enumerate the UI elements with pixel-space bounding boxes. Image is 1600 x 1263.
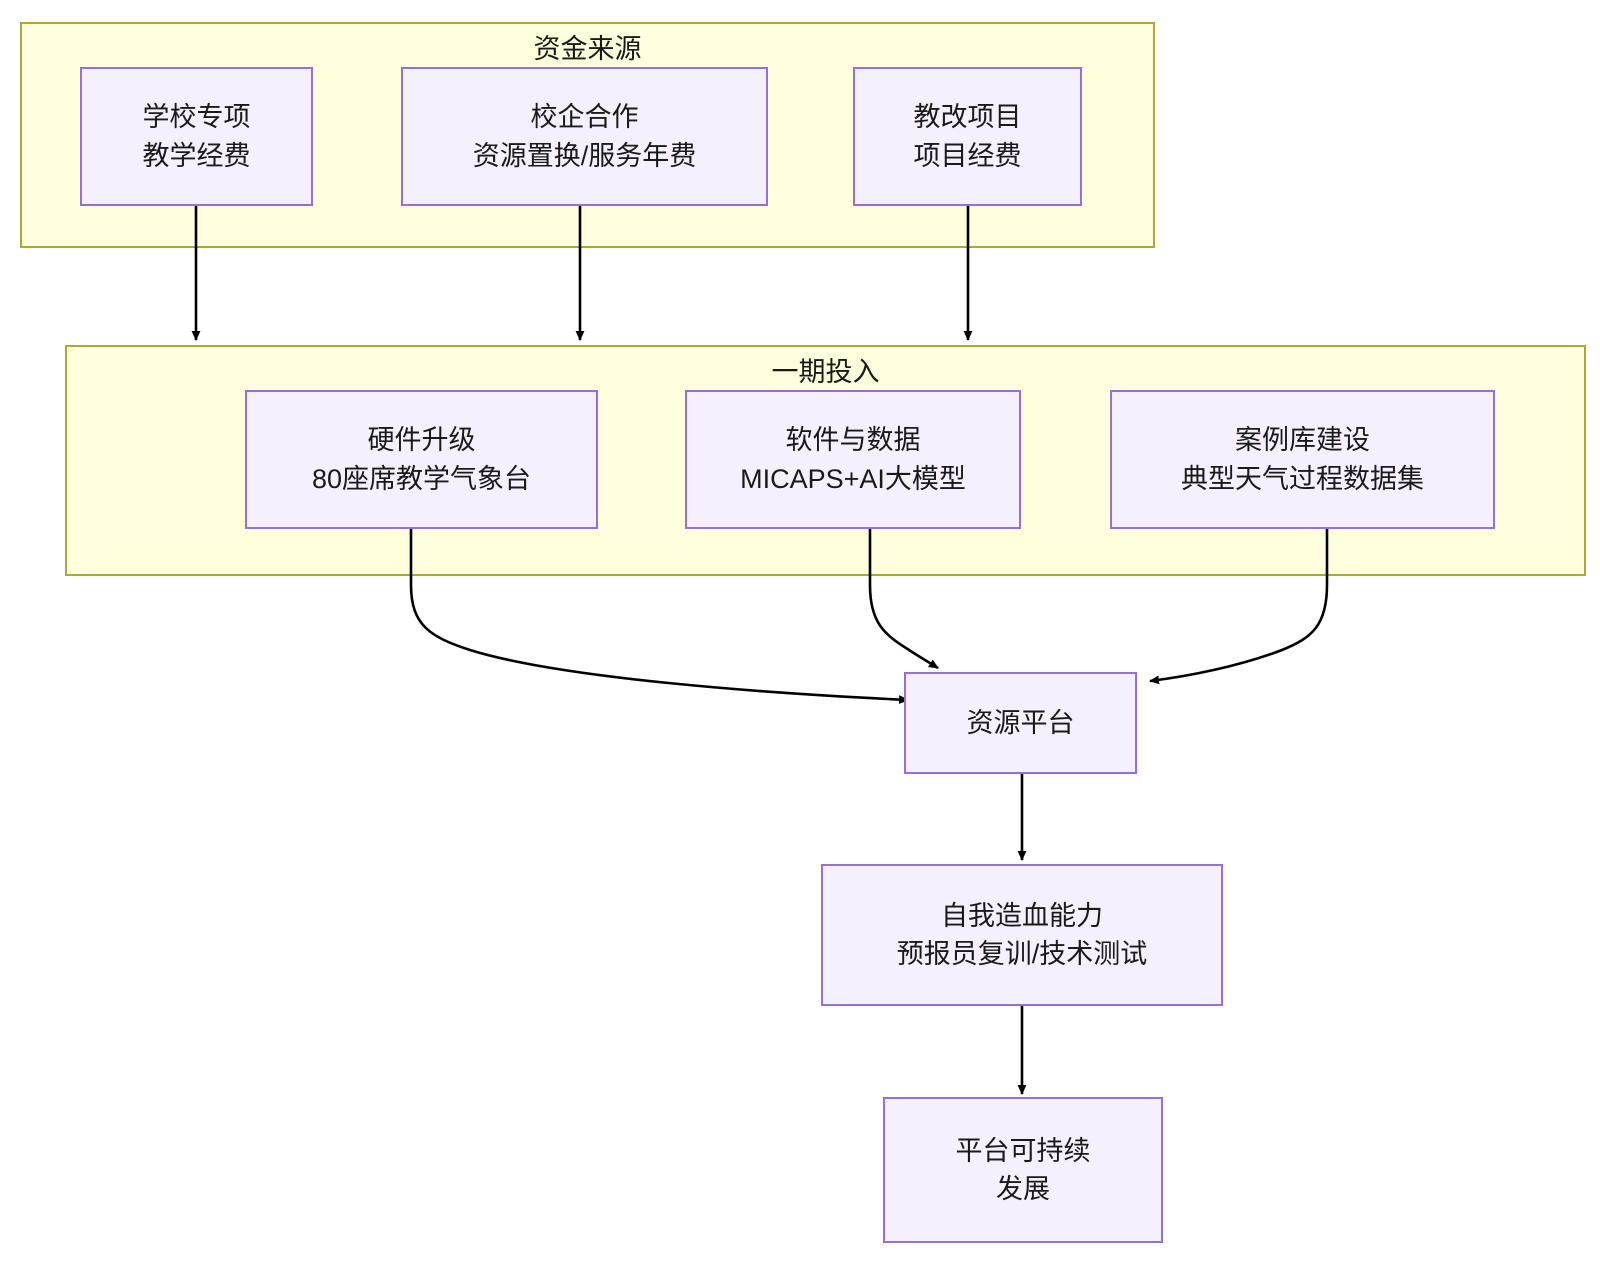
- node-resource-platform[interactable]: 资源平台: [904, 672, 1137, 774]
- node-hardware-upgrade-line2: 80座席教学气象台: [311, 463, 532, 494]
- node-case-library-construction-line2: 典型天气过程数据集: [1181, 463, 1424, 494]
- node-software-and-data-line2: MICAPS+AI大模型: [740, 463, 966, 494]
- node-resource-platform-label: 资源平台: [966, 707, 1075, 738]
- cluster-phase-one-investment-title: 一期投入: [771, 357, 880, 387]
- node-school-enterprise-cooperation[interactable]: 校企合作 资源置换/服务年费: [401, 67, 768, 206]
- cluster-funding-sources-title: 资金来源: [533, 34, 642, 64]
- node-sustainable-platform-development-line2: 发展: [996, 1174, 1050, 1204]
- node-software-and-data[interactable]: 软件与数据 MICAPS+AI大模型: [685, 390, 1021, 529]
- node-school-special-funding-line1: 学校专项: [142, 102, 251, 133]
- node-self-sustaining-capability-line2: 预报员复训/技术测试: [896, 939, 1148, 969]
- node-sustainable-platform-development-line1: 平台可持续: [955, 1135, 1091, 1166]
- node-school-enterprise-cooperation-line1: 校企合作: [530, 102, 639, 133]
- node-sustainable-platform-development[interactable]: 平台可持续 发展: [883, 1097, 1163, 1243]
- node-self-sustaining-capability-line1: 自我造血能力: [941, 900, 1103, 931]
- node-teaching-reform-project-line2: 项目经费: [913, 140, 1022, 171]
- node-hardware-upgrade[interactable]: 硬件升级 80座席教学气象台: [245, 390, 598, 529]
- node-software-and-data-line1: 软件与数据: [785, 425, 921, 456]
- node-self-sustaining-capability[interactable]: 自我造血能力 预报员复训/技术测试: [821, 864, 1223, 1006]
- node-teaching-reform-project[interactable]: 教改项目 项目经费: [853, 67, 1082, 206]
- node-teaching-reform-project-line1: 教改项目: [913, 102, 1022, 133]
- node-case-library-construction-line1: 案例库建设: [1235, 425, 1370, 456]
- node-school-special-funding-line2: 教学经费: [142, 140, 251, 171]
- node-case-library-construction[interactable]: 案例库建设 典型天气过程数据集: [1110, 390, 1495, 529]
- node-school-enterprise-cooperation-line2: 资源置换/服务年费: [472, 140, 697, 171]
- node-school-special-funding[interactable]: 学校专项 教学经费: [80, 67, 313, 206]
- node-hardware-upgrade-line1: 硬件升级: [367, 425, 476, 456]
